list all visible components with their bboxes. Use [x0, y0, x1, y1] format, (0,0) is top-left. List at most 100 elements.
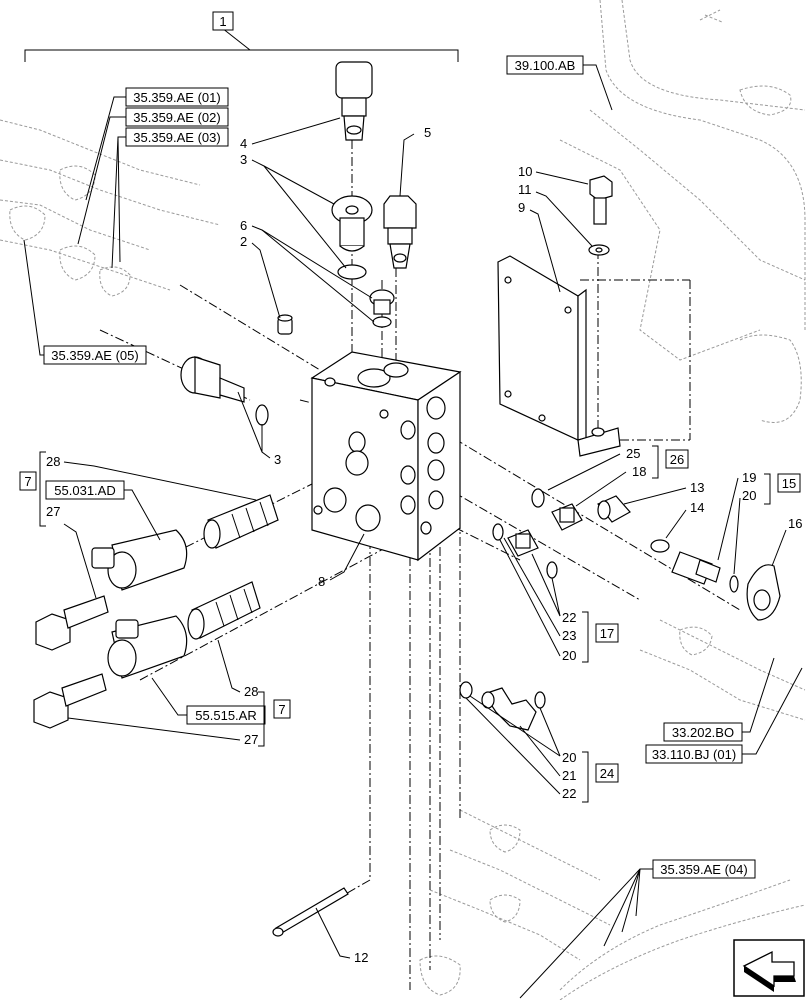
callout-22-upper: 22 — [531, 553, 576, 625]
washer-11 — [588, 244, 610, 256]
callout-number-28-bottom: 28 — [244, 684, 258, 699]
callout-3-side: 3 — [237, 391, 281, 467]
ref-box-33110bj-01[interactable]: 33.110.BJ (01) — [645, 744, 743, 764]
ref-label-33110bj-01: 33.110.BJ (01) — [652, 747, 736, 762]
callout-number-8: 8 — [318, 574, 325, 589]
callout-number-3-side: 3 — [274, 452, 281, 467]
callout-5: 5 — [399, 125, 431, 197]
callout-number-3-top: 3 — [240, 152, 247, 167]
callout-20-right: 20 — [733, 488, 756, 575]
callout-number-9: 9 — [518, 200, 525, 215]
callout-number-4: 4 — [240, 136, 247, 151]
callout-number-12: 12 — [354, 950, 368, 965]
o-ring-3-side — [255, 404, 269, 426]
o-ring-22-upper — [492, 523, 504, 541]
callout-number-22-upper: 22 — [562, 610, 576, 625]
callout-27-bottom: 27 — [67, 717, 258, 747]
kit-bracket-7-top: 7 — [19, 451, 46, 527]
straight-fitting-23 — [507, 529, 539, 557]
callout-number-22-lower: 22 — [562, 786, 576, 801]
socket-plug-3 — [331, 195, 373, 252]
o-ring-14 — [650, 539, 670, 553]
kit-bracket-24: 24 — [582, 751, 619, 803]
callout-number-28-top: 28 — [46, 454, 60, 469]
ref-box-35359ae-03[interactable]: 35.359.AE (03) — [125, 127, 229, 147]
callout-28-bottom: 28 — [217, 639, 258, 699]
callout-2: 2 — [240, 234, 281, 319]
dust-cap-16 — [746, 564, 781, 621]
callout-number-27-bottom: 27 — [244, 732, 258, 747]
mounting-bracket-9 — [497, 255, 621, 457]
callout-number-20-lower: 20 — [562, 750, 576, 765]
next-page-arrow-icon[interactable] — [733, 939, 805, 997]
callout-number-20-right: 20 — [742, 488, 756, 503]
kit-number-7-top: 7 — [24, 474, 31, 489]
socket-plug-3-side — [180, 356, 245, 403]
ref-label-35359ae-02: 35.359.AE (02) — [133, 110, 220, 125]
hex-bolt-27-upper — [35, 595, 109, 651]
callout-number-20-middle: 20 — [562, 648, 576, 663]
callout-28-top: 28 — [46, 454, 257, 501]
ref-box-35359ae-05[interactable]: 35.359.AE (05) — [43, 345, 147, 365]
callout-4: 4 — [240, 117, 341, 151]
long-bolt-12 — [272, 887, 349, 937]
callout-13: 13 — [623, 480, 704, 505]
o-ring-3-top — [337, 264, 367, 280]
ref-box-35359ae-02[interactable]: 35.359.AE (02) — [125, 107, 229, 127]
bolt-10 — [589, 175, 613, 225]
o-ring-20-lower — [459, 681, 473, 699]
callout-12: 12 — [315, 907, 368, 965]
o-ring-25 — [531, 488, 545, 508]
callout-19: 19 — [717, 470, 756, 561]
ref-box-39100ab[interactable]: 39.100.AB — [506, 55, 584, 75]
pin-2 — [277, 314, 293, 335]
callout-number-5: 5 — [424, 125, 431, 140]
callout-22-lower: 22 — [465, 697, 576, 801]
callout-number-19: 19 — [742, 470, 756, 485]
callout-number-16: 16 — [788, 516, 802, 531]
hex-bolt-27-lower — [33, 673, 107, 729]
callout-11: 11 — [518, 182, 593, 247]
kit-bracket-7-bottom: 7 — [258, 691, 291, 747]
solenoid-coil-lower — [107, 615, 188, 679]
callout-number-21: 21 — [562, 768, 576, 783]
callout-3-top: 3 — [240, 152, 347, 269]
o-ring-6 — [372, 316, 392, 328]
kit-bracket-15: 15 — [764, 473, 801, 505]
callout-10: 10 — [518, 164, 589, 185]
callout-20-middle: 20 — [499, 539, 576, 663]
callout-25: 25 — [547, 446, 640, 491]
kit-number-17: 17 — [600, 626, 614, 641]
valve-block — [310, 351, 462, 562]
kit-number-7-bottom: 7 — [278, 702, 285, 717]
callout-18: 18 — [575, 464, 646, 507]
ref-box-35359ae-04[interactable]: 35.359.AE (04) — [652, 859, 756, 879]
callout-number-14: 14 — [690, 500, 704, 515]
callout-14: 14 — [665, 500, 704, 539]
ref-box-35359ae-01[interactable]: 35.359.AE (01) — [125, 87, 229, 107]
ref-label-35359ae-01: 35.359.AE (01) — [133, 90, 220, 105]
callout-number-13: 13 — [690, 480, 704, 495]
relief-valve-cartridge-5 — [383, 195, 417, 269]
kit-number-24: 24 — [600, 766, 614, 781]
callout-6: 6 — [240, 218, 375, 323]
kit-bracket-17: 17 — [582, 611, 619, 663]
callout-number-6: 6 — [240, 218, 247, 233]
ref-box-33202bo[interactable]: 33.202.BO — [663, 722, 743, 742]
ref-box-55031ad[interactable]: 55.031.AD — [45, 480, 125, 500]
callout-16: 16 — [771, 516, 802, 567]
ref-label-35359ae-04: 35.359.AE (04) — [660, 862, 747, 877]
kit-number-26: 26 — [670, 452, 684, 467]
callout-27-top: 27 — [46, 504, 97, 599]
ref-box-55515ar[interactable]: 55.515.AR — [186, 705, 266, 725]
callout-number-23: 23 — [562, 628, 576, 643]
o-ring-20-right — [729, 575, 739, 593]
callout-23: 23 — [503, 537, 576, 643]
callout-8: 8 — [318, 533, 365, 589]
ref-label-33202bo: 33.202.BO — [672, 725, 734, 740]
adapter-18 — [551, 503, 583, 531]
callout-number-25: 25 — [626, 446, 640, 461]
kit-number-15: 15 — [782, 476, 796, 491]
callout-number-27-top: 27 — [46, 504, 60, 519]
relief-valve-cartridge-4 — [335, 61, 373, 141]
